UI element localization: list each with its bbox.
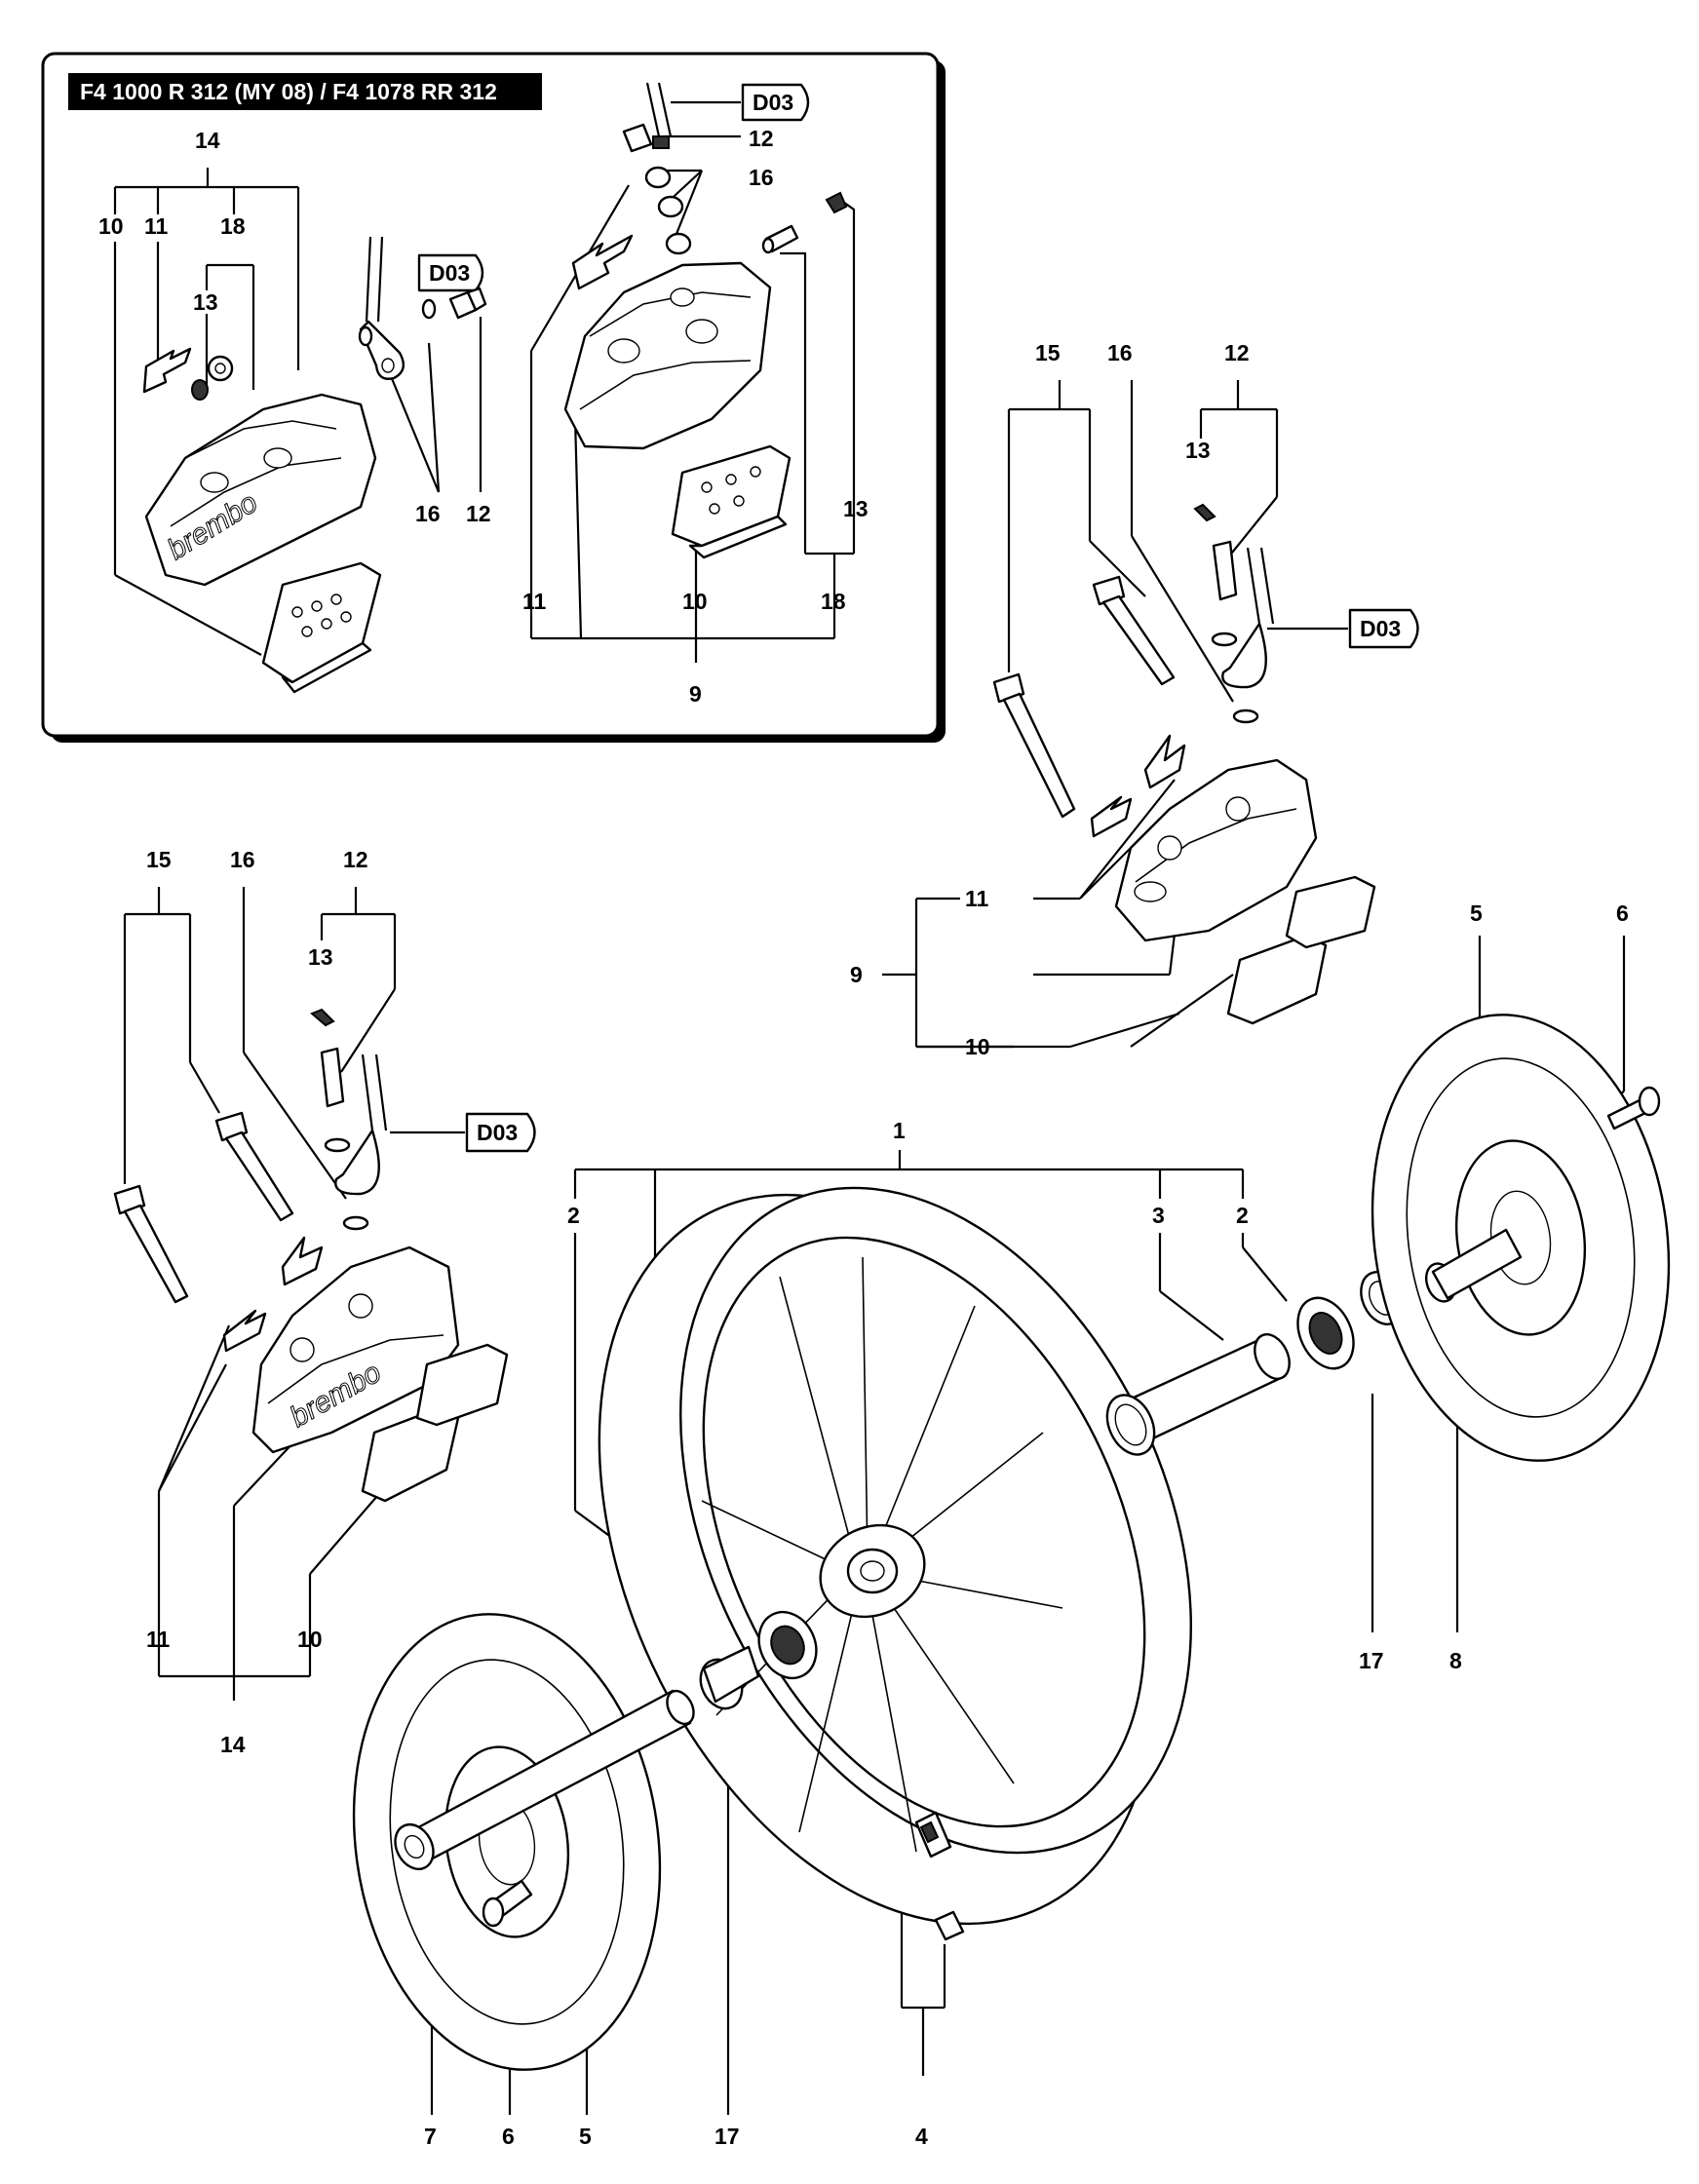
- inset-right-hose: [645, 82, 673, 137]
- disc-bolt-6-right: [1606, 1086, 1661, 1130]
- label-18: 18: [821, 589, 846, 614]
- wheel-assembly: 1 2 3 2 5 6 17 8 7 6 5 17 4: [352, 900, 1671, 2149]
- label-10: 10: [682, 589, 708, 614]
- svg-text:D03: D03: [429, 260, 470, 286]
- inset-left-leaders: [113, 168, 483, 656]
- ref-tag-d03[interactable]: D03: [417, 253, 484, 292]
- label-11: 11: [965, 886, 989, 911]
- ref-tag-d03[interactable]: D03: [741, 83, 810, 122]
- label-7: 7: [424, 2124, 437, 2149]
- wheel-bearing-left: [757, 1610, 818, 1680]
- inset-left-pad-clip: [142, 347, 192, 394]
- inset-left-caliper: brembo: [144, 393, 377, 587]
- right-caliper-body: [1114, 758, 1318, 942]
- right-caliper-leaders: [882, 380, 1348, 1049]
- label-11: 11: [144, 213, 169, 239]
- right-caliper-bolts: [992, 575, 1176, 819]
- wheel-bearing-right: [1296, 1296, 1355, 1370]
- label-2: 2: [567, 1203, 580, 1228]
- inset-left-banjo-bolt: [448, 287, 487, 320]
- axle-8: [1431, 1228, 1523, 1300]
- right-caliper-pads: [1226, 875, 1376, 1025]
- svg-text:D03: D03: [753, 90, 793, 115]
- label-15: 15: [1035, 340, 1061, 365]
- left-caliper-leaders: [123, 887, 465, 1701]
- left-caliper-washers: [324, 1137, 369, 1231]
- right-caliper-bleed-nipple: [1193, 503, 1238, 601]
- label-17: 17: [714, 2124, 740, 2149]
- label-12: 12: [343, 847, 368, 872]
- valve-stem: [914, 1811, 965, 1941]
- label-15: 15: [146, 847, 172, 872]
- label-16: 16: [415, 501, 441, 526]
- left-caliper-pads: [361, 1343, 509, 1503]
- brake-disc-right: [1371, 1014, 1671, 1462]
- inset-right-washers: [644, 166, 692, 255]
- label-16: 16: [749, 165, 774, 190]
- ref-tag-d03[interactable]: D03: [1348, 608, 1419, 649]
- svg-text:D03: D03: [477, 1120, 518, 1145]
- label-5: 5: [1470, 900, 1483, 926]
- left-caliper-bolts: [113, 1111, 294, 1304]
- right-caliper-clips: [1090, 734, 1186, 838]
- spacer-17-left: [699, 1645, 760, 1710]
- label-11: 11: [522, 589, 547, 614]
- inset-left-washers: [358, 298, 437, 347]
- inset-right-brake-pads: [671, 444, 792, 559]
- label-13: 13: [308, 944, 333, 970]
- inset-right-pad-clip: [571, 234, 634, 290]
- label-12: 12: [1224, 340, 1250, 365]
- svg-text:D03: D03: [1360, 616, 1401, 641]
- right-caliper-hose: [1221, 547, 1275, 689]
- right-caliper-group: 15 16 12 13 11 9 10 D03: [850, 340, 1419, 1059]
- label-6: 6: [502, 2124, 515, 2149]
- left-caliper-hose: [334, 1054, 388, 1196]
- inset-right-bleed-screw: [761, 191, 848, 254]
- label-9: 9: [850, 962, 863, 987]
- label-1: 1: [893, 1118, 906, 1143]
- label-5: 5: [579, 2124, 592, 2149]
- wheel-spokes: [701, 1256, 1063, 1853]
- inset-left-brake-pads: [261, 561, 382, 694]
- label-11: 11: [146, 1627, 171, 1652]
- label-13: 13: [1185, 438, 1211, 463]
- front-axle-7: [394, 1689, 695, 1871]
- inset-panel: F4 1000 R 312 (MY 08) / F4 1078 RR 312 1…: [41, 52, 946, 743]
- label-14: 14: [220, 1732, 246, 1757]
- label-8: 8: [1449, 1648, 1462, 1673]
- label-14: 14: [195, 128, 220, 153]
- label-9: 9: [689, 681, 702, 707]
- axle-spacer-3: [1105, 1333, 1291, 1456]
- wheel-rim: [598, 1186, 1192, 1926]
- inset-left-bleed-screw: [191, 355, 234, 401]
- label-2: 2: [1236, 1203, 1249, 1228]
- brake-disc-left: [352, 1613, 662, 2071]
- label-10: 10: [297, 1627, 323, 1652]
- inset-right-banjo-bolt: [622, 123, 670, 153]
- inset-title-box: [68, 73, 542, 110]
- left-caliper-clips: [222, 1236, 324, 1353]
- label-4: 4: [915, 2124, 928, 2149]
- disc-bolt-6-left: [482, 1879, 533, 1928]
- label-12: 12: [466, 501, 491, 526]
- label-6: 6: [1616, 900, 1629, 926]
- ref-tag-d03[interactable]: D03: [465, 1112, 536, 1153]
- left-caliper-bleed-nipple: [310, 1008, 345, 1108]
- label-3: 3: [1152, 1203, 1165, 1228]
- inset-title: F4 1000 R 312 (MY 08) / F4 1078 RR 312: [80, 79, 497, 104]
- label-16: 16: [1107, 340, 1133, 365]
- label-18: 18: [220, 213, 246, 239]
- inset-right-caliper: [563, 261, 772, 450]
- label-13: 13: [843, 496, 869, 521]
- label-10: 10: [98, 213, 124, 239]
- label-12: 12: [749, 126, 774, 151]
- label-10: 10: [965, 1034, 990, 1059]
- label-16: 16: [230, 847, 255, 872]
- label-13: 13: [193, 289, 218, 315]
- right-caliper-washers: [1211, 632, 1259, 724]
- label-17: 17: [1359, 1648, 1384, 1673]
